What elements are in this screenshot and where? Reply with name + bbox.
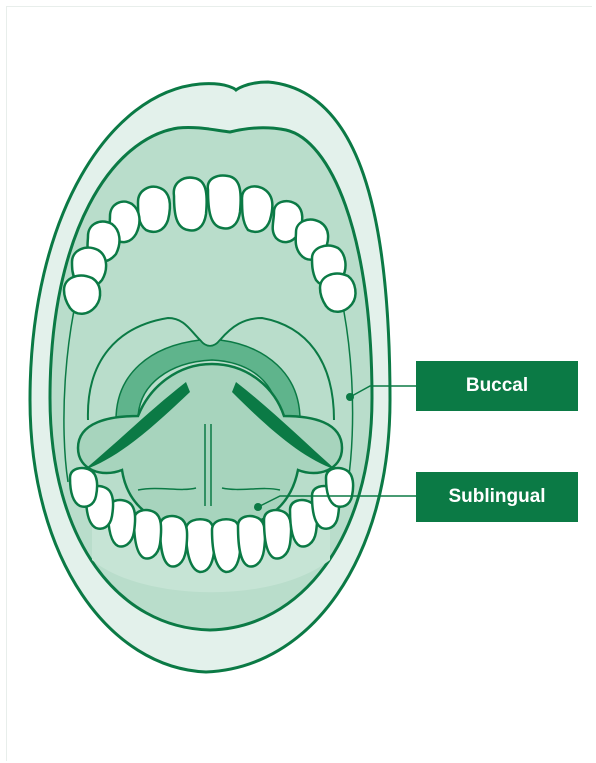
sublingual-label: Sublingual: [416, 472, 578, 522]
buccal-marker-dot: [346, 393, 354, 401]
lower-tooth: [212, 519, 241, 572]
upper-tooth: [320, 274, 355, 312]
buccal-label: Buccal: [416, 361, 578, 411]
lower-tooth: [160, 516, 187, 566]
lower-tooth: [134, 510, 161, 558]
buccal-label-text: Buccal: [466, 375, 528, 397]
lower-tooth: [264, 510, 291, 558]
lower-tooth: [238, 516, 265, 566]
upper-tooth: [174, 178, 207, 231]
upper-tooth: [138, 187, 170, 232]
lower-tooth: [70, 468, 97, 507]
upper-tooth: [64, 276, 100, 314]
upper-tooth: [242, 186, 272, 231]
sublingual-marker-dot: [254, 503, 262, 511]
upper-tooth: [208, 176, 241, 229]
lower-tooth: [326, 468, 353, 507]
sublingual-label-text: Sublingual: [448, 486, 545, 508]
lower-tooth: [186, 519, 215, 572]
